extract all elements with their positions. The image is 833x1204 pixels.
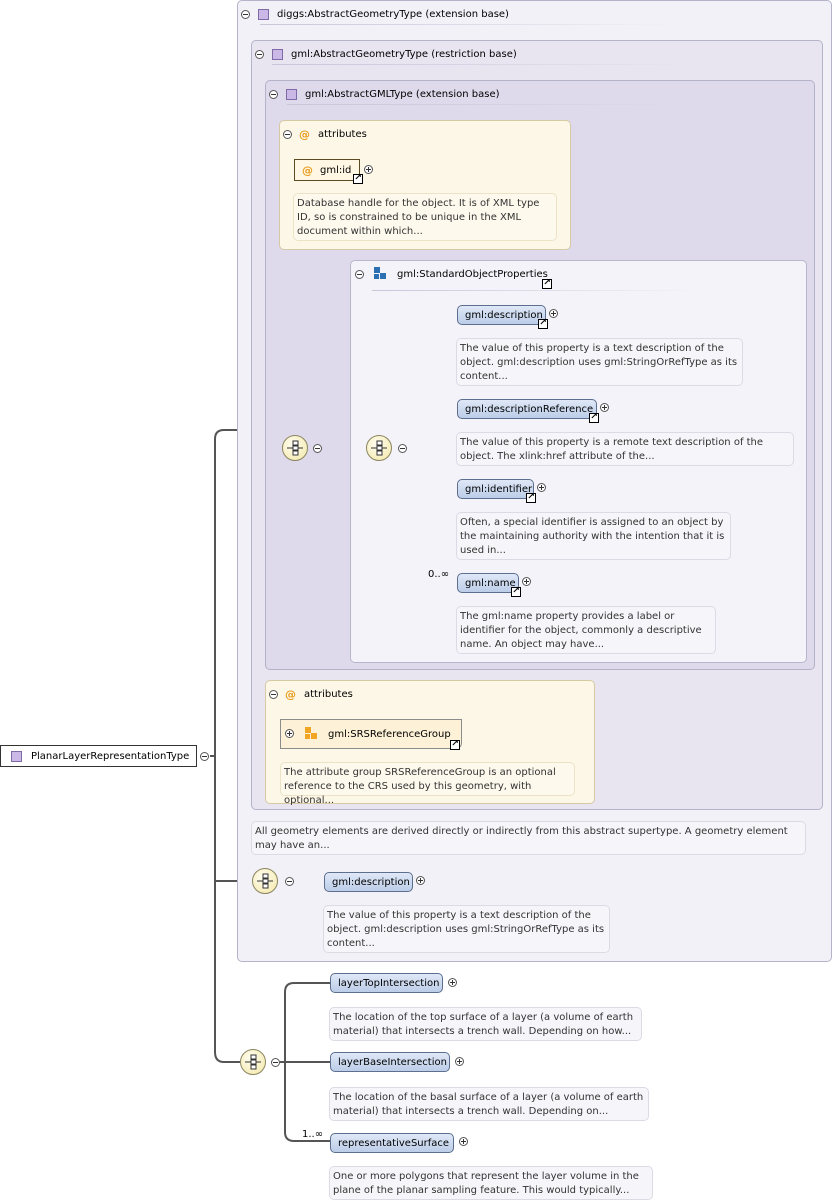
collapse-icon[interactable] — [355, 269, 364, 279]
complex-type-icon — [11, 750, 22, 762]
layer-top-intersection-doc: The location of the top surface of a lay… — [329, 1007, 642, 1041]
reference-arrow-icon[interactable] — [511, 587, 521, 597]
srs-reference-group-doc: The attribute group SRSReferenceGroup is… — [280, 762, 575, 806]
gml-id-attribute[interactable]: @ gml:id — [294, 159, 360, 181]
attributes-top-header[interactable]: @ attributes — [283, 125, 367, 143]
expand-icon[interactable] — [600, 403, 609, 412]
collapse-icon[interactable] — [269, 89, 278, 99]
reference-arrow-icon[interactable] — [353, 174, 363, 184]
expand-icon[interactable] — [522, 577, 531, 586]
gml-name-doc: The gml:name property provides a label o… — [456, 606, 716, 654]
element-gml-description[interactable]: gml:description — [457, 305, 546, 325]
reference-arrow-icon[interactable] — [542, 279, 552, 289]
sequence-compositor-icon[interactable] — [252, 868, 278, 894]
standard-props-title: gml:StandardObjectProperties — [397, 268, 548, 280]
header-divider — [372, 290, 702, 291]
diggs-gml-description-doc: The value of this property is a text des… — [323, 905, 610, 953]
gml-description-reference-doc: The value of this property is a remote t… — [456, 432, 794, 466]
collapse-icon[interactable] — [398, 444, 407, 453]
element-gml-identifier[interactable]: gml:identifier — [457, 479, 534, 499]
abstract-geometry-doc: All geometry elements are derived direct… — [251, 821, 806, 855]
sequence-compositor-icon[interactable] — [240, 1049, 266, 1075]
restriction-base-header[interactable]: gml:AbstractGeometryType (restriction ba… — [255, 45, 517, 63]
header-divider — [272, 64, 692, 65]
gml-base-header[interactable]: gml:AbstractGMLType (extension base) — [269, 85, 500, 103]
attribute-at-icon: @ — [302, 163, 313, 177]
standard-props-header[interactable]: gml:StandardObjectProperties — [355, 265, 548, 283]
expand-icon[interactable] — [455, 1057, 464, 1066]
root-label: PlanarLayerRepresentationType — [31, 750, 190, 762]
extension-base-title: diggs:AbstractGeometryType (extension ba… — [277, 8, 509, 20]
expand-icon[interactable] — [459, 1137, 468, 1146]
expand-icon[interactable] — [416, 876, 425, 885]
collapse-icon[interactable] — [271, 1058, 280, 1067]
element-gml-name[interactable]: gml:name — [457, 573, 519, 593]
element-diggs-gml-description[interactable]: gml:description — [324, 872, 413, 892]
attributes-top-title: attributes — [318, 128, 367, 140]
root-complex-type[interactable]: PlanarLayerRepresentationType — [0, 745, 197, 767]
attribute-at-icon: @ — [285, 687, 296, 701]
attribute-at-icon: @ — [299, 127, 310, 141]
collapse-icon[interactable] — [255, 49, 264, 59]
element-gml-description-reference[interactable]: gml:descriptionReference — [457, 399, 597, 419]
attributes-bottom-header[interactable]: @ attributes — [269, 685, 353, 703]
header-divider — [287, 104, 687, 105]
reference-arrow-icon[interactable] — [538, 319, 548, 329]
attribute-group-icon — [305, 727, 319, 741]
reference-arrow-icon[interactable] — [526, 493, 536, 503]
element-layer-top-intersection[interactable]: layerTopIntersection — [330, 973, 443, 993]
gml-id-doc: Database handle for the object. It is of… — [293, 193, 557, 241]
srs-reference-group[interactable]: gml:SRSReferenceGroup — [280, 719, 462, 749]
collapse-icon[interactable] — [285, 877, 294, 886]
representative-surface-doc: One or more polygons that represent the … — [329, 1166, 653, 1200]
expand-icon[interactable] — [537, 483, 546, 492]
header-divider — [260, 24, 680, 25]
sequence-compositor-icon[interactable] — [366, 435, 392, 461]
gml-base-title: gml:AbstractGMLType (extension base) — [305, 88, 500, 100]
collapse-icon[interactable] — [269, 689, 278, 699]
expand-icon[interactable] — [364, 165, 373, 174]
group-icon — [374, 267, 388, 281]
gml-id-label: gml:id — [320, 164, 352, 176]
expand-icon[interactable] — [285, 729, 294, 738]
srs-reference-group-label: gml:SRSReferenceGroup — [328, 728, 451, 740]
expand-icon[interactable] — [448, 978, 457, 987]
layer-base-intersection-doc: The location of the basal surface of a l… — [329, 1087, 649, 1121]
collapse-icon[interactable] — [313, 444, 322, 453]
extension-base-header[interactable]: diggs:AbstractGeometryType (extension ba… — [241, 5, 509, 23]
sequence-compositor-icon[interactable] — [282, 435, 308, 461]
attributes-bottom-title: attributes — [304, 688, 353, 700]
expand-icon[interactable] — [549, 309, 558, 318]
collapse-icon[interactable] — [200, 752, 209, 761]
complex-type-icon — [258, 8, 269, 20]
collapse-icon[interactable] — [241, 9, 250, 19]
gml-description-doc: The value of this property is a text des… — [456, 338, 743, 386]
gml-identifier-doc: Often, a special identifier is assigned … — [456, 512, 731, 560]
collapse-icon[interactable] — [283, 129, 292, 139]
reference-arrow-icon[interactable] — [589, 413, 599, 423]
element-layer-base-intersection[interactable]: layerBaseIntersection — [330, 1052, 450, 1072]
restriction-base-title: gml:AbstractGeometryType (restriction ba… — [291, 48, 517, 60]
complex-type-icon — [286, 88, 297, 100]
representative-surface-multiplicity: 1..∞ — [302, 1129, 324, 1140]
gml-name-multiplicity: 0..∞ — [428, 569, 450, 580]
element-representative-surface[interactable]: representativeSurface — [330, 1133, 454, 1153]
reference-arrow-icon[interactable] — [450, 740, 460, 750]
complex-type-icon — [272, 48, 283, 60]
